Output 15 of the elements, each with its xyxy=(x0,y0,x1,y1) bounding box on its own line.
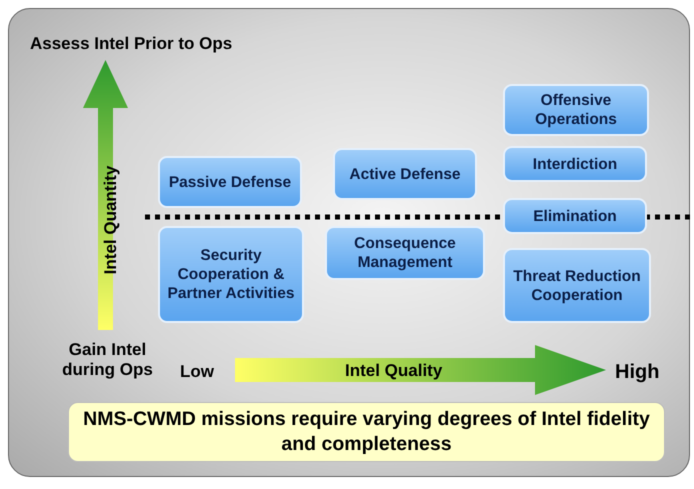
mission-box: Passive Defense xyxy=(158,156,302,208)
mission-box: Threat Reduction Cooperation xyxy=(503,248,651,323)
axis-title: Intel Quality xyxy=(345,361,442,381)
mission-box: Consequence Management xyxy=(325,226,485,280)
mission-box: Elimination xyxy=(503,198,647,234)
axis-end-label: Gain Intel during Ops xyxy=(61,340,154,380)
mission-box: Interdiction xyxy=(503,146,647,182)
axis-end-label: Low xyxy=(180,362,214,382)
note-box: NMS-CWMD missions require varying degrees of Intel fidelity and completeness xyxy=(68,402,665,462)
mission-box: Offensive Operations xyxy=(503,84,649,136)
axis-end-label: High xyxy=(615,362,660,382)
mission-box: Security Cooperation & Partner Activities xyxy=(158,226,304,323)
axis-end-label: Assess Intel Prior to Ops xyxy=(30,34,232,54)
axis-title: Intel Quantity xyxy=(101,164,121,276)
mission-box: Active Defense xyxy=(333,148,477,200)
